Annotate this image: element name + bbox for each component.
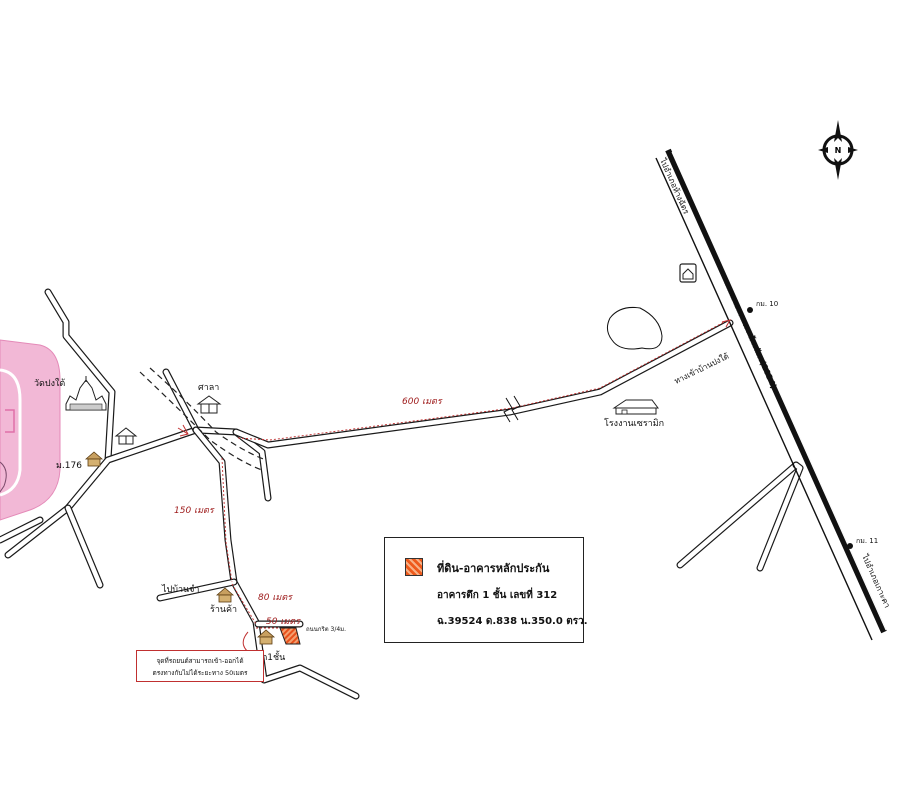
- km10-marker-icon: [747, 307, 753, 313]
- access-note-box: จุดที่รถยนต์สามารถเข้า-ออกได้ ตรงทางกับไ…: [136, 650, 264, 682]
- hut-icon: [114, 427, 138, 445]
- house-highway-icon: [679, 263, 697, 283]
- temple-area: [0, 339, 61, 521]
- legend-line-1: อาคารตึก 1 ชั้น เลขที่ 312: [437, 590, 558, 601]
- building-house-icon: [256, 629, 276, 645]
- distance-50-label: 50 เมตร: [266, 617, 301, 627]
- distance-600-label: 600 เมตร: [402, 397, 443, 407]
- temple-label: วัดปงใต้: [34, 378, 65, 389]
- highway-label: ถนนสายเกาะคา-ห้างฉัตร(1034): [722, 279, 779, 390]
- compass-rose-icon: N: [818, 120, 858, 180]
- roads: [0, 288, 804, 700]
- legend-title: ที่ดิน-อาคารหลักประกัน: [437, 562, 550, 575]
- km10-label: กม. 10: [756, 300, 778, 308]
- temple-icon: [65, 376, 107, 411]
- distance-80-label: 80 เมตร: [258, 593, 293, 603]
- sala-label: ศาลา: [198, 383, 219, 393]
- legend-box: ที่ดิน-อาคารหลักประกัน อาคารตึก 1 ชั้น เ…: [384, 537, 588, 643]
- highway-1034: [655, 148, 887, 641]
- old-track: [139, 367, 267, 471]
- factory-label: โรงงานเซรามิก: [604, 418, 664, 429]
- soi-entrance-label: ทางเข้าบ้านปงใต้: [673, 352, 730, 386]
- legend-swatch: [405, 558, 423, 576]
- house-icon: [84, 451, 104, 467]
- to-village-left-label: ไปบ้านจำ: [161, 584, 200, 595]
- note-line-2: ตรงทางกับไม่ได้ระยะทาง 50เมตร: [152, 669, 248, 677]
- pond: [606, 307, 663, 350]
- compass-n-label: N: [835, 146, 842, 155]
- shop-label: ร้านค้า: [210, 604, 237, 615]
- village-label: ม.176: [56, 461, 82, 471]
- concrete-road-label: ถนนกริต 3/4ม.: [306, 626, 346, 633]
- shop-icon: [215, 587, 235, 603]
- factory-icon: [612, 399, 659, 415]
- sala-icon: [196, 395, 222, 414]
- property-icon: [279, 627, 301, 645]
- distance-150-label: 150 เมตร: [174, 506, 215, 516]
- break-marks: [503, 395, 521, 423]
- km11-label: กม. 11: [856, 537, 878, 545]
- to-south-label: ไปอำเภอเกาะคา: [860, 552, 892, 609]
- km11-marker-icon: [847, 543, 853, 549]
- legend-line-2: ฉ.39524 ด.838 น.350.0 ตรว.: [437, 616, 588, 627]
- note-line-1: จุดที่รถยนต์สามารถเข้า-ออกได้: [156, 657, 244, 665]
